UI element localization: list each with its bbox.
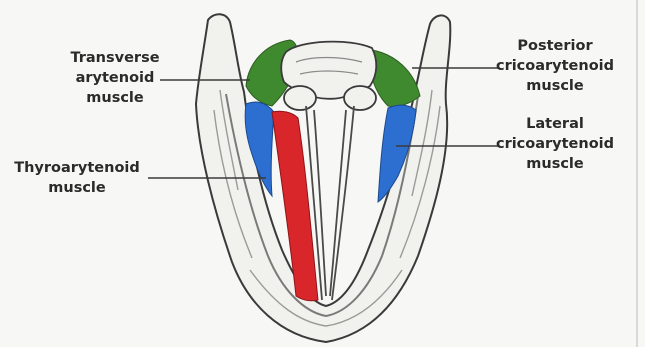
transverse-arytenoid-label: Transverse arytenoid muscle [60, 48, 170, 108]
thyroarytenoid-label: Thyroarytenoid muscle [2, 158, 152, 198]
right-arytenoid-knob [344, 86, 376, 110]
posterior-cricoarytenoid-label: Posterior cricoarytenoid muscle [480, 36, 630, 96]
left-arytenoid-knob [284, 86, 316, 110]
lateral-cricoarytenoid-label: Lateral cricoarytenoid muscle [480, 114, 630, 174]
page-edge [636, 0, 638, 347]
